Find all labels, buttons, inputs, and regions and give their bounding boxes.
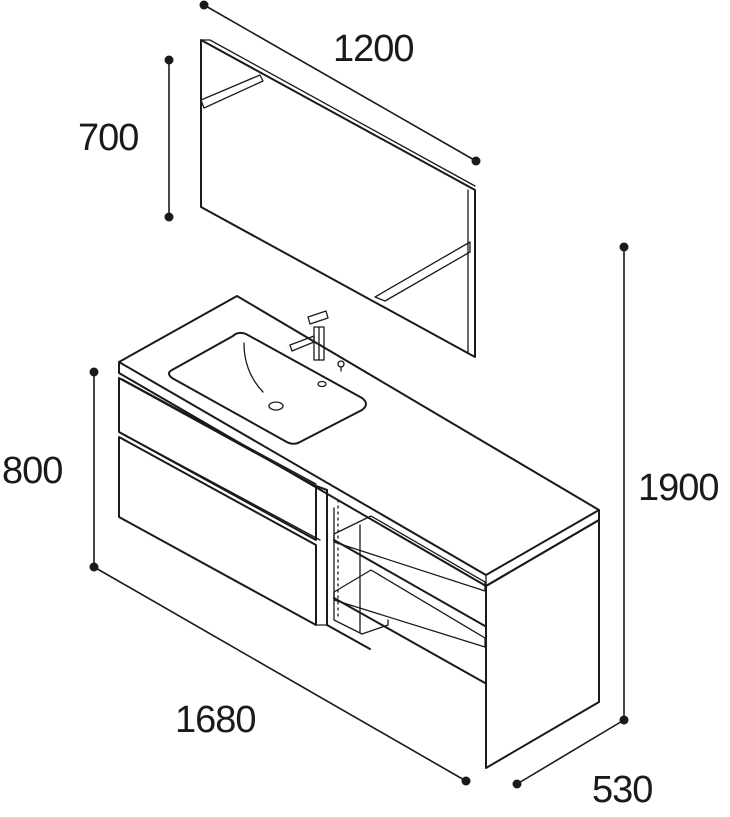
- mirror: [200, 39, 476, 358]
- dimension-cabinet-width: 1680: [93, 566, 471, 786]
- basin: [168, 331, 367, 445]
- dimension-total-height: 1900: [619, 242, 720, 725]
- mirror-width-label: 1200: [333, 28, 414, 70]
- faucet: [289, 310, 345, 372]
- cabinet-width-label: 1680: [175, 699, 256, 741]
- total-height-label: 1900: [638, 467, 719, 509]
- open-shelf-unit: [315, 485, 600, 769]
- dimension-cabinet-height: 800: [2, 367, 99, 572]
- upper-drawer: [118, 377, 317, 541]
- cabinet-height-label: 800: [2, 450, 62, 492]
- mirror-height-label: 700: [78, 117, 138, 159]
- dimension-mirror-height: 700: [78, 55, 174, 222]
- dimension-cabinet-depth: 530: [512, 719, 653, 811]
- cabinet-depth-label: 530: [592, 769, 652, 811]
- countertop: [118, 295, 600, 587]
- dimension-mirror-width: 1200: [199, 0, 481, 166]
- lower-drawer: [118, 434, 321, 626]
